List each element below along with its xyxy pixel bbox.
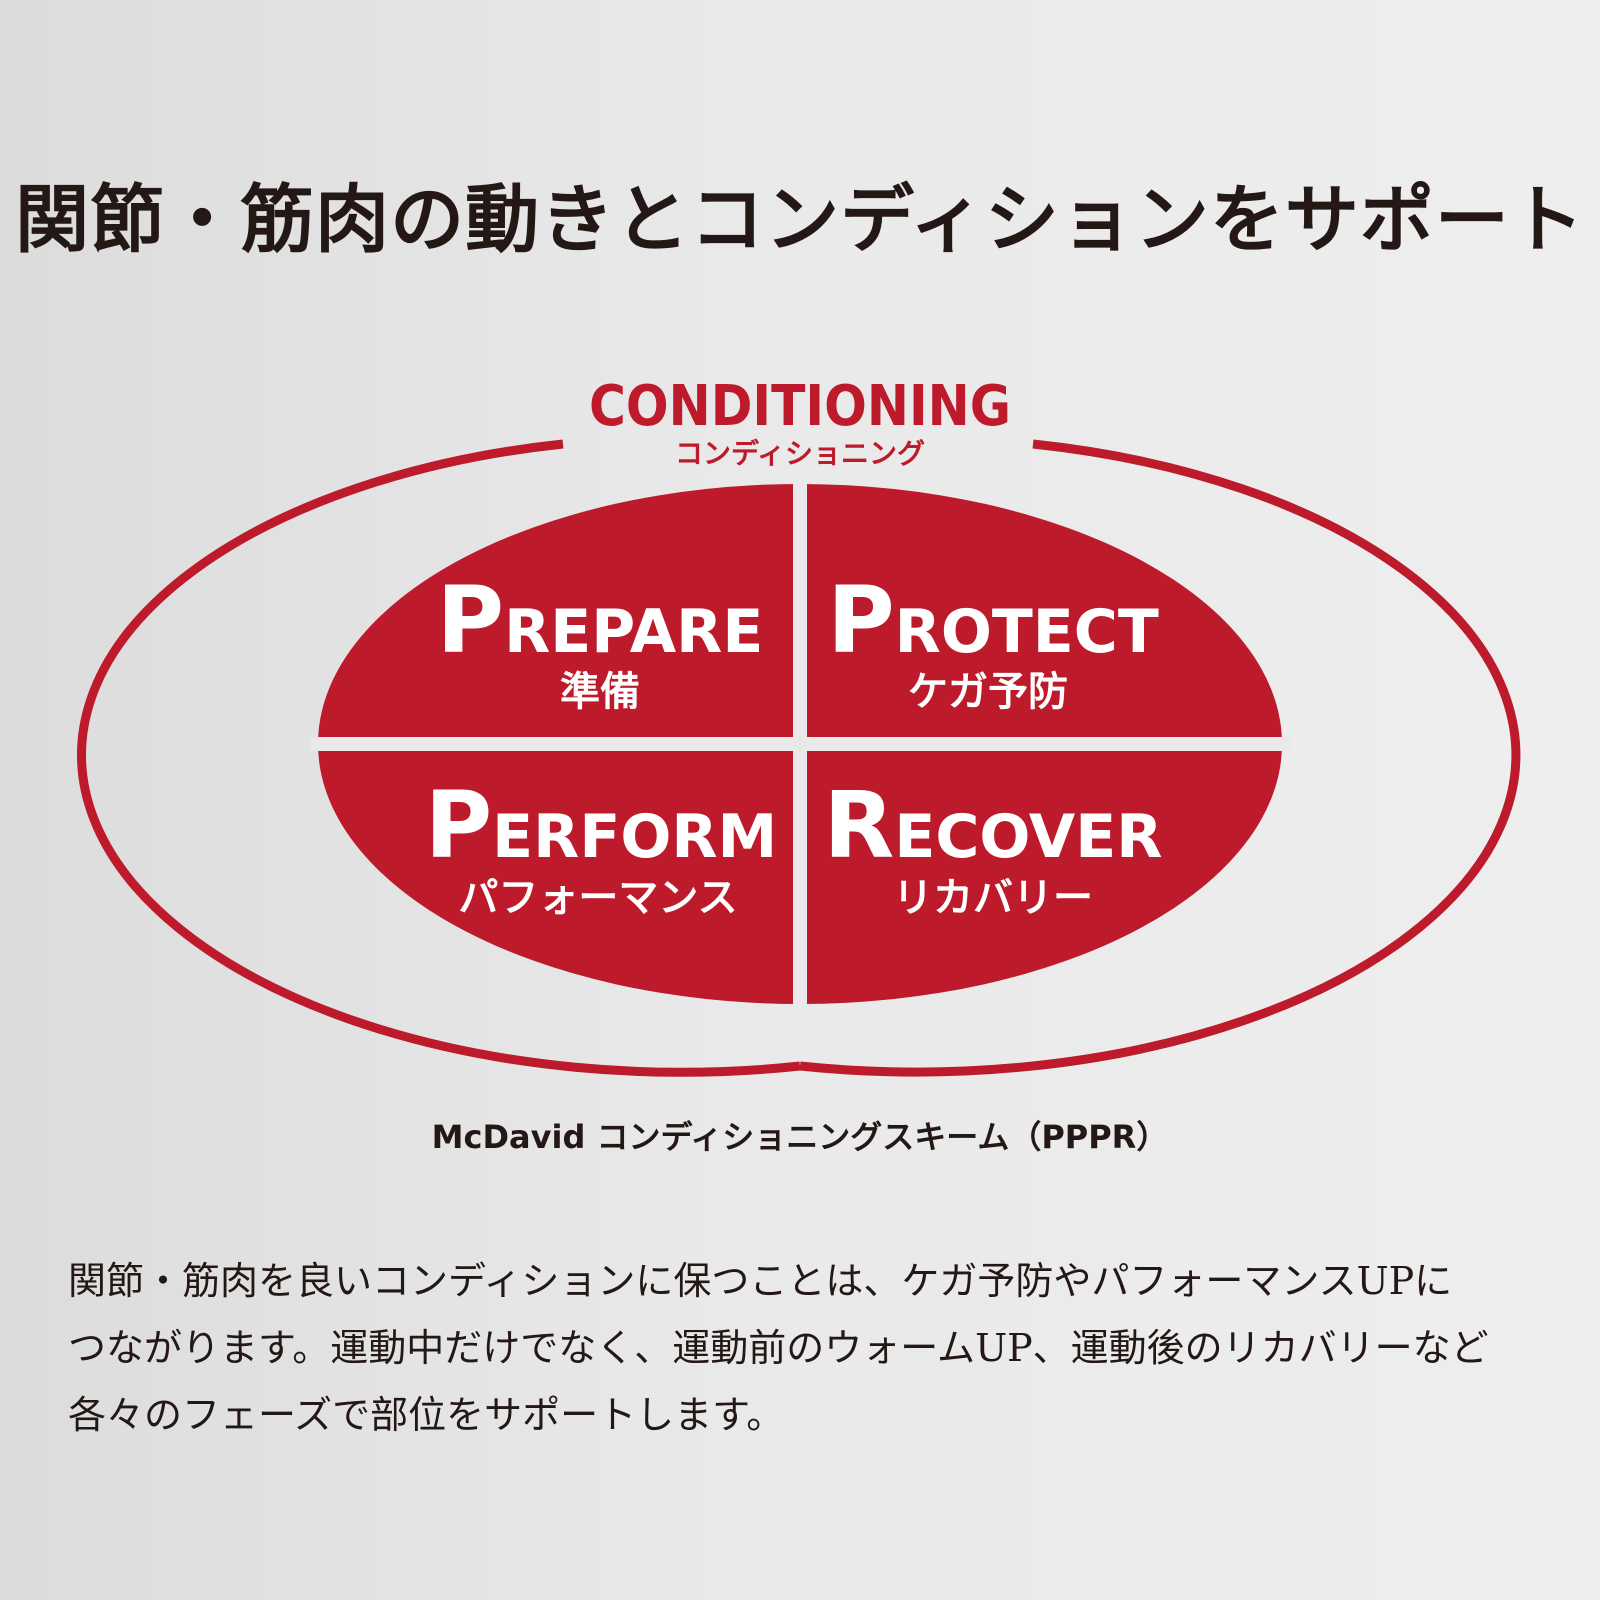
quadrant-perform-title: PERFORM xyxy=(425,772,778,879)
body-line-2: つながります。運動中だけでなく、運動前のウォームUP、運動後のリカバリーなど xyxy=(68,1326,1489,1370)
body-line-3: 各々のフェーズで部位をサポートします。 xyxy=(68,1393,785,1437)
quadrant-prepare-subtitle: 準備 xyxy=(560,669,640,715)
quadrant-protect-subtitle: ケガ予防 xyxy=(908,669,1068,715)
quadrant-prepare: PREPARE 準備 xyxy=(437,567,764,715)
diagram-caption: McDavid コンディショニングスキーム（PPPR） xyxy=(431,1118,1169,1156)
quadrant-recover-subtitle: リカバリー xyxy=(893,875,1093,921)
quadrant-protect-title: PROTECT xyxy=(827,567,1159,674)
quadrant-prepare-title: PREPARE xyxy=(437,567,764,674)
body-paragraph: 関節・筋肉を良いコンディションに保つことは、ケガ予防やパフォーマンスUPに つな… xyxy=(68,1248,1568,1449)
outer-ring-right xyxy=(799,439,1521,1077)
outer-sublabel: コンディショニング xyxy=(675,437,925,470)
quadrant-protect: PROTECT ケガ予防 xyxy=(827,567,1159,715)
quadrant-recover-title: RECOVER xyxy=(824,772,1163,879)
quadrant-perform-subtitle: パフォーマンス xyxy=(458,875,737,921)
body-line-1: 関節・筋肉を良いコンディションに保つことは、ケガ予防やパフォーマンスUPに xyxy=(68,1259,1453,1303)
quadrant-recover: RECOVER リカバリー xyxy=(824,772,1163,921)
headline: 関節・筋肉の動きとコンディションをサポート xyxy=(15,177,1585,263)
outer-ring-left xyxy=(77,439,801,1077)
outer-label: CONDITIONING xyxy=(589,374,1011,439)
quadrant-perform: PERFORM パフォーマンス xyxy=(425,772,778,921)
horizontal-divider xyxy=(310,737,1290,751)
